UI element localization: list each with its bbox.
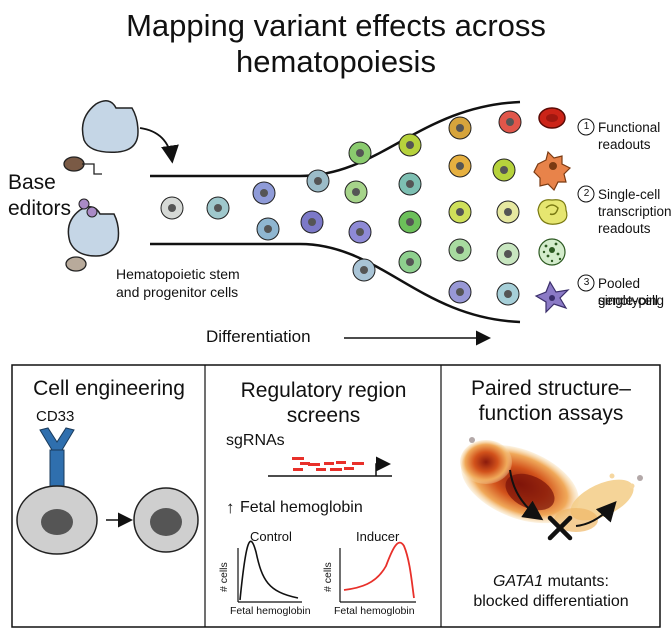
figure-title-line2: hematopoiesis <box>236 44 436 79</box>
cell <box>252 181 276 205</box>
inducer-plot <box>339 541 416 603</box>
sgrna-marks <box>292 457 364 471</box>
single-cell-embedding <box>460 437 643 532</box>
funnel-bottom-edge <box>150 242 521 324</box>
gata1-gene-name: GATA1 <box>493 573 544 590</box>
cell <box>398 250 422 274</box>
cell <box>448 280 472 304</box>
readout-number-circle-1 <box>577 118 595 136</box>
inducer-plot-title: Inducer <box>356 529 400 544</box>
cell <box>306 169 330 193</box>
engineered-cell-with-cd33 <box>16 485 98 555</box>
cd33-receptor-icon <box>39 427 75 491</box>
cell <box>352 258 376 282</box>
granulocyte-cell-icon <box>537 199 568 225</box>
paired-title-line2: function assays <box>478 402 624 425</box>
inducer-curve <box>343 541 415 599</box>
readout-2-line3: readouts <box>598 221 651 236</box>
hspc-label-line1: Hematopoietic stem <box>116 266 240 282</box>
regulatory-title-line2: screens <box>286 404 361 427</box>
readout-2-line2: transcriptional <box>598 204 672 219</box>
readout-3-line1: Pooled single-cell <box>598 276 659 308</box>
cell <box>448 116 472 140</box>
cell <box>448 154 472 178</box>
cell <box>448 200 472 224</box>
progenitor-cells <box>160 110 522 306</box>
cell <box>206 196 230 220</box>
gata1-caption-rest: mutants: <box>543 573 609 590</box>
rbc-center <box>546 114 558 122</box>
mast-cell-icon <box>538 238 566 266</box>
up-arrow-icon: ↑ <box>226 498 235 517</box>
readout-number-circle-3 <box>577 274 595 292</box>
cell <box>398 210 422 234</box>
differentiation-label: Differentiation <box>206 327 311 346</box>
editor-delivery-arrow <box>139 127 179 164</box>
cell <box>496 282 520 306</box>
readout-1-line1: Functional <box>598 120 661 135</box>
hspc-label-line2: and progenitor cells <box>116 284 239 300</box>
platelet-cell-icon <box>533 150 572 192</box>
control-plot-xlabel: Fetal hemoglobin <box>230 605 311 617</box>
dendritic-cell-icon <box>534 280 570 314</box>
cell <box>498 110 522 134</box>
trajectory-arrow-2 <box>575 501 617 527</box>
gata1-caption-line2: blocked differentiation <box>473 593 629 610</box>
gata1-caption-line1: GATA1 mutants: <box>443 572 659 592</box>
cell <box>496 242 520 266</box>
control-plot-title: Control <box>250 529 292 544</box>
base-editors-label-line2: editors <box>8 197 72 220</box>
regulatory-title-line1: Regulatory region <box>240 379 407 402</box>
panels-frame <box>11 364 661 628</box>
sgrnas-label: sgRNAs <box>226 432 285 449</box>
paired-title-line1: Paired structure– <box>471 377 631 400</box>
cell <box>300 210 324 234</box>
control-curve <box>239 540 299 601</box>
cell <box>448 238 472 262</box>
inducer-plot-xlabel: Fetal hemoglobin <box>334 605 415 617</box>
figure-title-line1: Mapping variant effects across <box>126 8 546 43</box>
cell <box>348 141 372 165</box>
cell <box>344 180 368 204</box>
cell <box>492 158 516 182</box>
base-editors-label-line1: Base <box>8 171 56 194</box>
promoter-arrow <box>375 456 391 476</box>
cd33-label: CD33 <box>36 408 75 425</box>
base-editor-deaminase-icon <box>65 198 120 272</box>
readout-number-1: 1 <box>583 121 590 132</box>
engineered-cell-without-cd33 <box>133 487 199 553</box>
readout-number-circle-2 <box>577 185 595 203</box>
readout-1-line2: readouts <box>598 137 651 152</box>
readout-number-3: 3 <box>583 277 590 288</box>
control-plot <box>237 540 302 603</box>
cell <box>160 196 184 220</box>
trajectory-arrow-1 <box>509 469 544 521</box>
control-plot-ylabel: # cells <box>218 562 230 592</box>
cell <box>398 172 422 196</box>
inducer-plot-ylabel: # cells <box>322 562 334 592</box>
cell-engineering-title: Cell engineering <box>33 377 185 400</box>
cell <box>256 217 280 241</box>
cell <box>398 133 422 157</box>
cell <box>348 220 372 244</box>
base-editor-icon <box>63 100 139 175</box>
blocked-x-icon <box>547 515 573 541</box>
fetal-hemoglobin-label: Fetal hemoglobin <box>240 499 363 516</box>
readout-number-2: 2 <box>583 188 590 199</box>
readout-2-line1: Single-cell <box>598 187 661 202</box>
cell <box>496 200 520 224</box>
readout-3-line2: genotyping <box>598 293 665 308</box>
